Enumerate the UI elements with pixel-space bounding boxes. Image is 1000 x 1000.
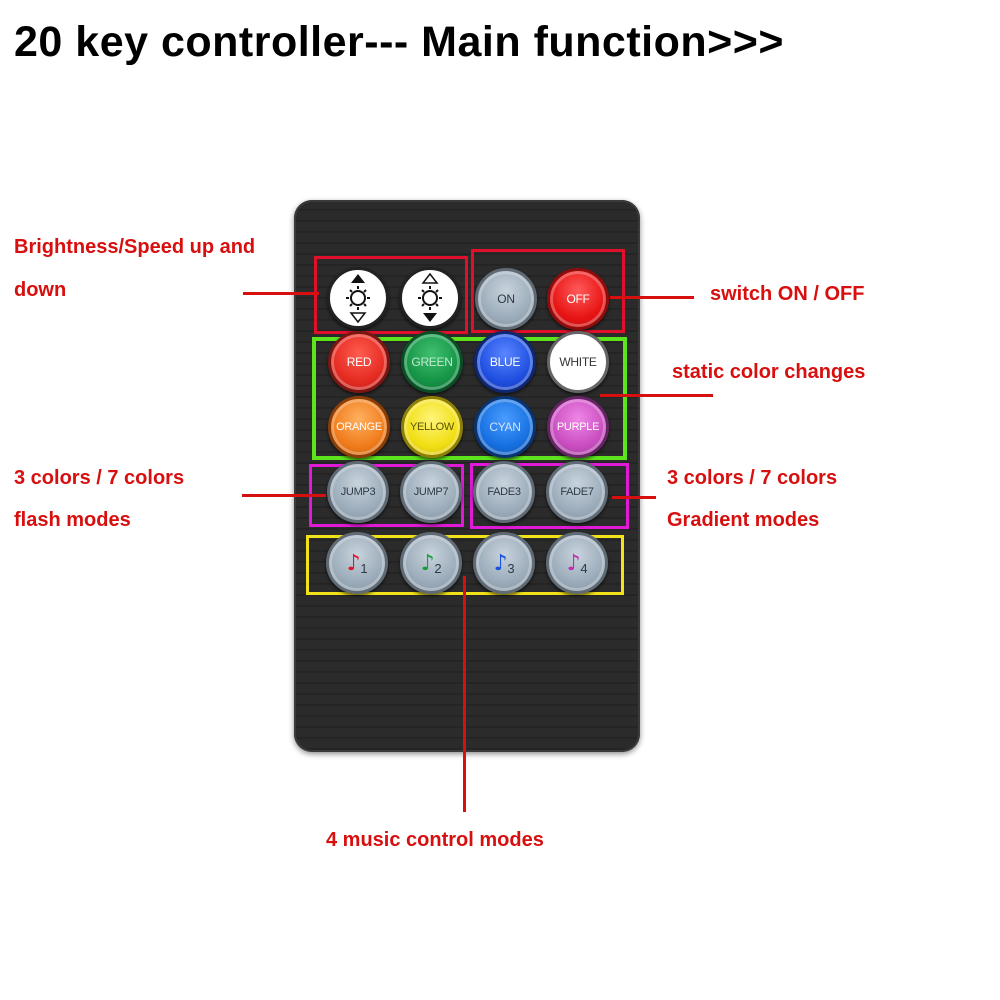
music-1-button[interactable]: ♪ 1 <box>326 532 388 594</box>
purple-label: PURPLE <box>556 421 600 433</box>
music-1-label: 1 <box>360 560 368 576</box>
switch-annotation: switch ON / OFF <box>710 283 865 305</box>
jump7-button[interactable]: JUMP7 <box>400 461 462 523</box>
music-note-icon: ♪ <box>346 550 361 576</box>
music-3-button[interactable]: ♪ 3 <box>473 532 535 594</box>
jump7-label: JUMP7 <box>413 486 449 498</box>
jump3-button[interactable]: JUMP3 <box>327 461 389 523</box>
brightness-up-icon <box>346 274 370 324</box>
fade3-button[interactable]: FADE3 <box>473 461 535 523</box>
gradient-annotation-line2: Gradient modes <box>667 509 820 531</box>
brightness-annotation-line2: down <box>14 279 67 301</box>
green-button[interactable]: GREEN <box>401 331 463 393</box>
music-2-label: 2 <box>434 560 442 576</box>
yellow-label: YELLOW <box>409 421 455 433</box>
red-label: RED <box>346 355 372 369</box>
purple-button[interactable]: PURPLE <box>547 396 609 458</box>
orange-label: ORANGE <box>336 421 382 433</box>
blue-label: BLUE <box>489 355 521 369</box>
brightness-down-icon <box>418 272 442 322</box>
brightness-up-button[interactable] <box>327 267 389 329</box>
flash-annotation-line2: flash modes <box>14 509 131 531</box>
white-label: WHITE <box>559 355 597 369</box>
music-annotation: 4 music control modes <box>326 829 544 851</box>
yellow-button[interactable]: YELLOW <box>401 396 463 458</box>
brightness-down-button[interactable] <box>399 267 461 329</box>
flash-pointer-line <box>242 494 326 497</box>
orange-button[interactable]: ORANGE <box>328 396 390 458</box>
brightness-pointer-line <box>243 292 319 295</box>
static-pointer-line <box>600 394 713 397</box>
music-note-icon: ♪ <box>566 550 581 576</box>
gradient-pointer-line <box>612 496 656 499</box>
switch-pointer-line <box>610 296 694 299</box>
brightness-frame <box>314 256 468 334</box>
music-2-button[interactable]: ♪ 2 <box>400 532 462 594</box>
music-4-button[interactable]: ♪ 4 <box>546 532 608 594</box>
music-note-icon: ♪ <box>420 550 435 576</box>
page-title: 20 key controller--- Main function>>> <box>14 18 784 66</box>
gradient-annotation-line1: 3 colors / 7 colors <box>667 467 838 489</box>
music-4-label: 4 <box>580 560 588 576</box>
cyan-button[interactable]: CYAN <box>474 396 536 458</box>
fade7-button[interactable]: FADE7 <box>546 461 608 523</box>
cyan-label: CYAN <box>489 420 521 434</box>
on-button[interactable]: ON <box>475 268 537 330</box>
green-label: GREEN <box>411 355 453 369</box>
music-pointer-line <box>463 576 466 812</box>
blue-button[interactable]: BLUE <box>474 331 536 393</box>
fade7-label: FADE7 <box>560 486 594 498</box>
flash-annotation-line1: 3 colors / 7 colors <box>14 467 185 489</box>
music-3-label: 3 <box>507 560 515 576</box>
white-button[interactable]: WHITE <box>547 331 609 393</box>
power-frame <box>471 249 625 333</box>
music-note-icon: ♪ <box>493 550 508 576</box>
fade3-label: FADE3 <box>487 486 521 498</box>
off-button[interactable]: OFF <box>547 268 609 330</box>
red-button[interactable]: RED <box>328 331 390 393</box>
off-label: OFF <box>566 292 590 306</box>
on-label: ON <box>497 292 515 306</box>
static-annotation: static color changes <box>672 361 866 383</box>
static-color-frame <box>312 337 627 460</box>
jump3-label: JUMP3 <box>340 486 376 498</box>
brightness-annotation-line1: Brightness/Speed up and <box>14 236 256 258</box>
